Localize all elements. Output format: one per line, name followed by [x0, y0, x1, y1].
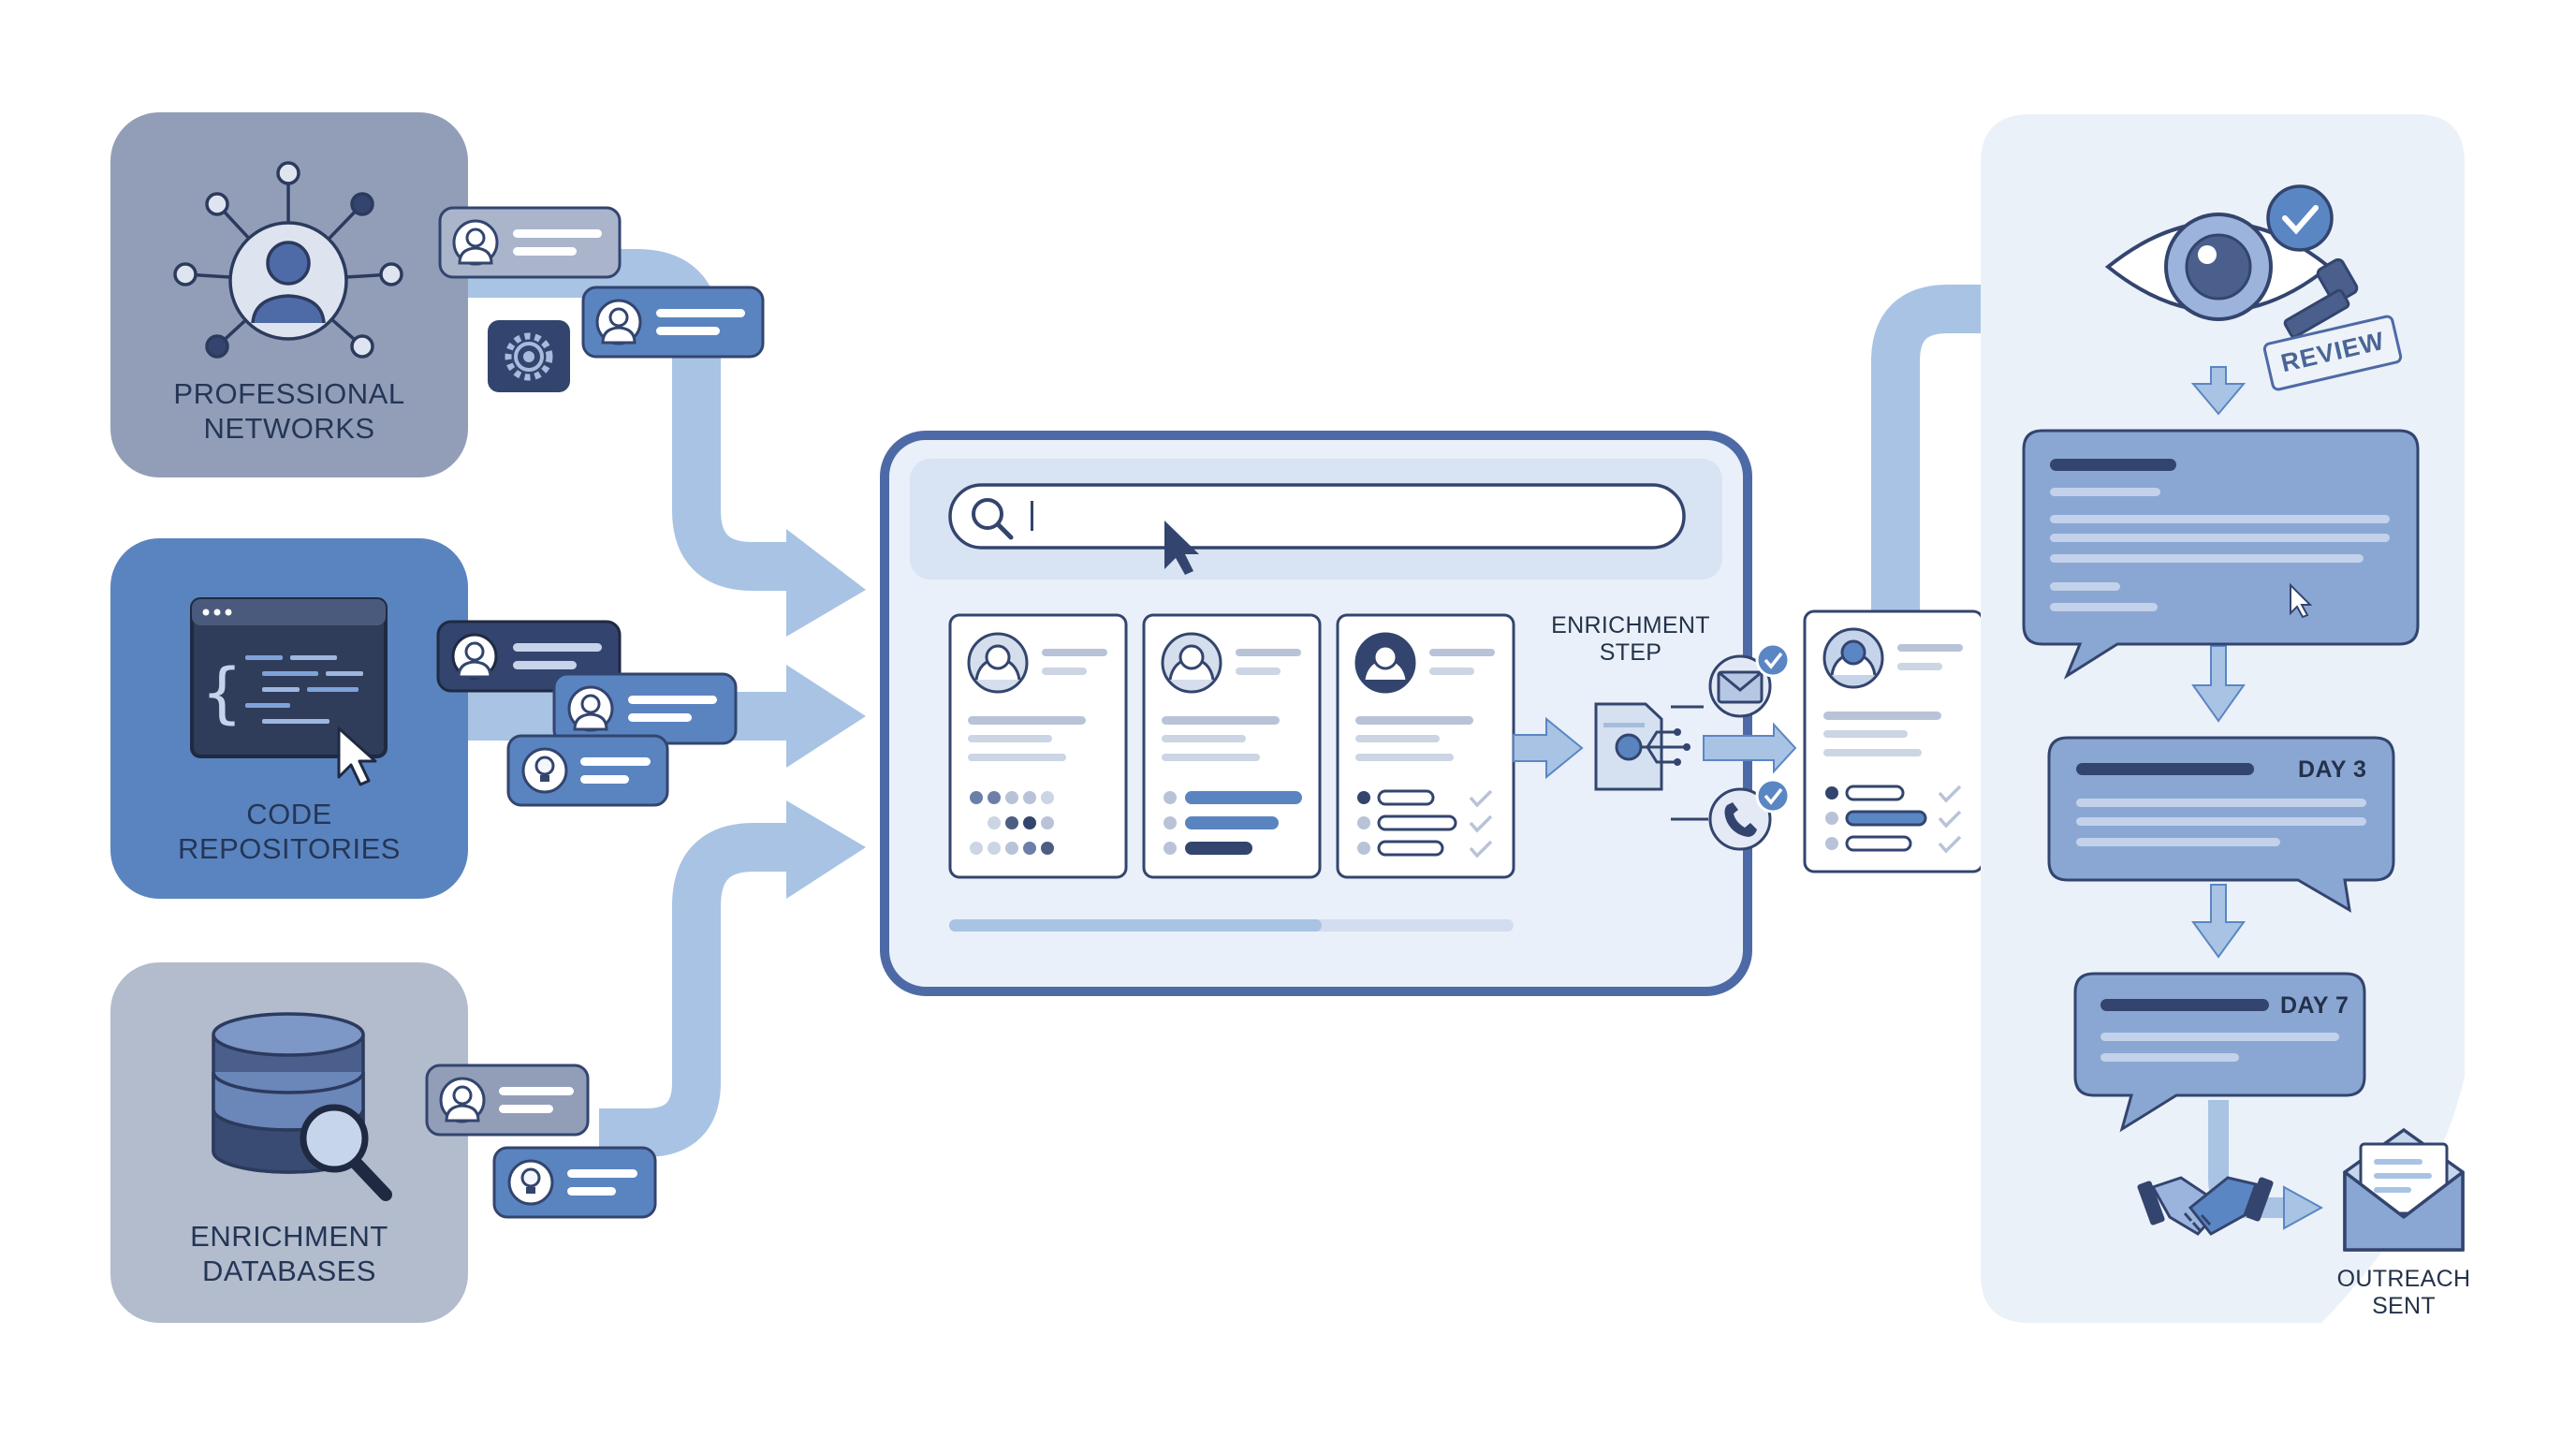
label-code-repositories: CODE REPOSITORIES [110, 797, 468, 866]
phone-icon [1708, 778, 1791, 851]
lightbulb-icon [534, 756, 555, 782]
arrowhead-2 [786, 665, 866, 768]
label-code-repositories-line2: REPOSITORIES [178, 832, 401, 865]
chip-6 [425, 1064, 590, 1137]
arrow-down-2 [2191, 645, 2246, 723]
day-3-label: DAY 3 [2298, 756, 2367, 783]
label-enrichment-databases-line1: ENRICHMENT [190, 1220, 388, 1253]
envelope-icon [2343, 1127, 2465, 1252]
label-outreach-sent: OUTREACH SENT [2310, 1266, 2497, 1320]
arrowhead-3 [786, 800, 866, 899]
arrow-databases-to-search [599, 823, 791, 1157]
chip-5 [506, 734, 669, 807]
chip-1 [438, 206, 622, 279]
search-icon [972, 498, 1014, 540]
network-profile-icon [173, 161, 403, 359]
label-outreach-sent-line2: SENT [2372, 1293, 2436, 1319]
chip-2 [581, 286, 765, 359]
day-7-label: DAY 7 [2280, 992, 2349, 1019]
message-bubble-1 [2022, 429, 2420, 680]
eye-icon [2104, 213, 2333, 321]
chip-4 [552, 672, 738, 745]
checkmark-badge-icon [2266, 184, 2334, 252]
mouse-pointer-icon [1164, 521, 1199, 575]
label-code-repositories-line1: CODE [246, 798, 332, 830]
label-enrichment-step-line2: STEP [1599, 639, 1662, 666]
gear-icon [488, 320, 570, 392]
profile-card-2 [1142, 613, 1322, 879]
arrow-down-1 [2190, 366, 2247, 416]
label-outreach-sent-line1: OUTREACH [2336, 1266, 2471, 1292]
code-editor-icon: { [190, 597, 388, 786]
arrow-to-review [1871, 285, 2022, 613]
database-search-icon [212, 1012, 392, 1201]
chip-7 [492, 1146, 657, 1219]
profile-card-1 [948, 613, 1128, 879]
label-professional-networks-line2: NETWORKS [203, 412, 375, 445]
review-stamp-icon [2262, 257, 2403, 391]
label-enrichment-databases-line2: DATABASES [202, 1255, 376, 1287]
arrowhead-1 [786, 529, 866, 637]
label-professional-networks: PROFESSIONAL NETWORKS [110, 376, 468, 446]
label-enrichment-step-line1: ENRICHMENT [1551, 612, 1710, 638]
enriched-profile-card [1803, 609, 1984, 873]
arrow-down-3 [2191, 884, 2246, 959]
enrichment-step-icon [1594, 642, 1797, 851]
profile-card-3 [1336, 613, 1515, 879]
message-bubble-3 [2073, 972, 2366, 1133]
label-enrichment-step: ENRICHMENT STEP [1528, 612, 1734, 667]
message-bubble-2 [2047, 736, 2395, 913]
arrow-to-enrichment [1513, 716, 1584, 780]
svg-text:{: { [202, 654, 242, 731]
arrow-networks-to-search [468, 249, 791, 591]
email-icon [1708, 642, 1791, 718]
label-enrichment-databases: ENRICHMENT DATABASES [110, 1219, 468, 1288]
label-professional-networks-line1: PROFESSIONAL [173, 377, 405, 410]
handshake-icon [2137, 1176, 2274, 1236]
